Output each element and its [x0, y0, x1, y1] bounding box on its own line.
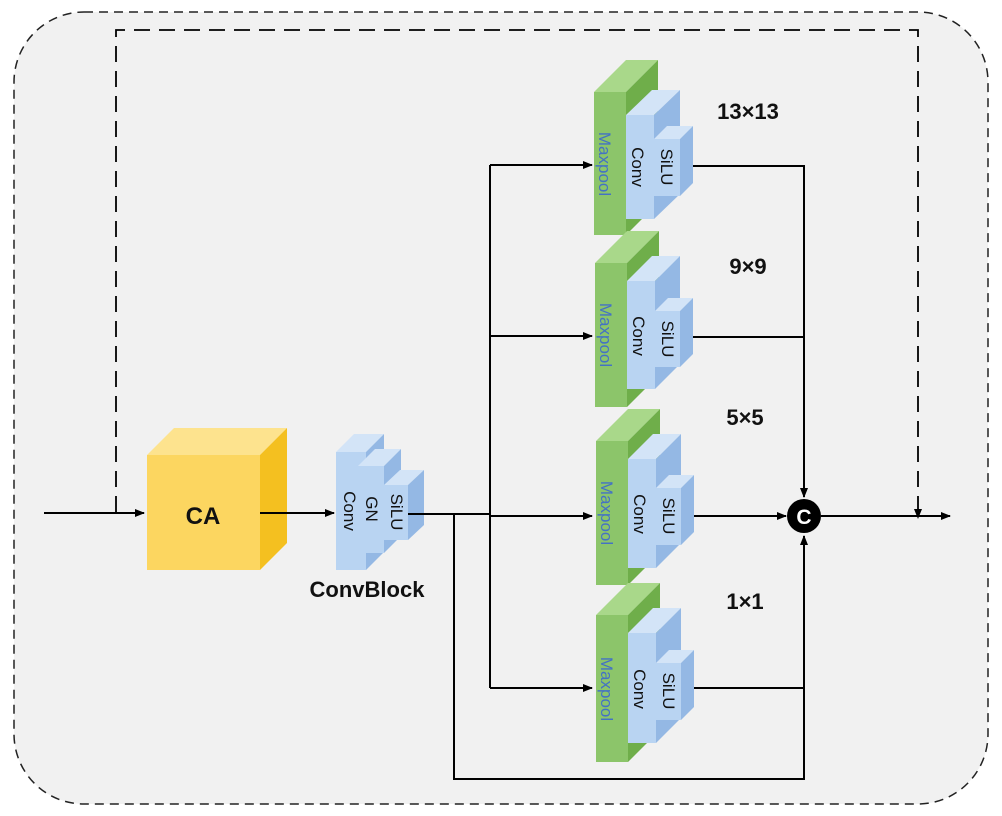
- convblock-conv-label: Conv: [340, 491, 359, 531]
- branches: Maxpool Conv SiLU 13×13 Maxpool: [594, 60, 779, 762]
- ca-top-face: [147, 428, 287, 455]
- branch-2-silu-label: SiLU: [658, 321, 677, 358]
- branch-1-output-line: [680, 165, 808, 498]
- concat-circle: [787, 499, 821, 533]
- ca-front-face: [147, 455, 260, 570]
- ca-block: CA: [147, 428, 287, 570]
- branch-4-conv-label: Conv: [630, 669, 649, 709]
- branch-3-silu-label: SiLU: [659, 498, 678, 535]
- branch-2-kernel-label: 9×9: [729, 254, 766, 279]
- branch-3-kernel-label: 5×5: [726, 405, 763, 430]
- branch-4-kernel-label: 1×1: [726, 589, 763, 614]
- branch-1-silu-label: SiLU: [657, 149, 676, 186]
- branch-4-silu-label: SiLU: [659, 673, 678, 710]
- branch-2-maxpool-label: Maxpool: [596, 303, 615, 367]
- branch-1-conv-label: Conv: [628, 147, 647, 187]
- convblock-silu-label: SiLU: [387, 494, 406, 531]
- branch-2-conv-label: Conv: [629, 316, 648, 356]
- branch-3-silu-layer: SiLU: [656, 475, 694, 545]
- convblock-silu-layer: SiLU: [384, 470, 424, 540]
- branch-13x13: Maxpool Conv SiLU 13×13: [594, 60, 779, 235]
- ca-side-face: [260, 428, 287, 570]
- branch-1-maxpool-label: Maxpool: [595, 132, 614, 196]
- residual-dashed-path: [115, 29, 922, 519]
- branch-4-maxpool-label: Maxpool: [597, 657, 616, 721]
- branch-9x9: Maxpool Conv SiLU 9×9: [595, 231, 767, 407]
- convblock: Conv GN SiLU ConvBlock: [310, 434, 426, 602]
- branch-1-kernel-label: 13×13: [717, 99, 779, 124]
- branch-3-conv-label: Conv: [630, 494, 649, 534]
- module-outline: [13, 11, 989, 805]
- branch-1x1: Maxpool Conv SiLU 1×1: [596, 583, 764, 762]
- ca-label: CA: [186, 503, 221, 530]
- branch-4-silu-layer: SiLU: [656, 650, 694, 720]
- concat-symbol: C: [796, 506, 811, 529]
- convblock-gn-label: GN: [362, 496, 381, 522]
- branch-3-maxpool-label: Maxpool: [597, 481, 616, 545]
- concat-node: C: [787, 499, 821, 533]
- branch-2-silu-layer: SiLU: [655, 298, 693, 367]
- branch-1-silu-layer: SiLU: [654, 126, 693, 196]
- convblock-caption: ConvBlock: [310, 577, 426, 602]
- bottom-skip-path: [453, 514, 808, 780]
- branch-5x5: Maxpool Conv SiLU 5×5: [596, 405, 764, 585]
